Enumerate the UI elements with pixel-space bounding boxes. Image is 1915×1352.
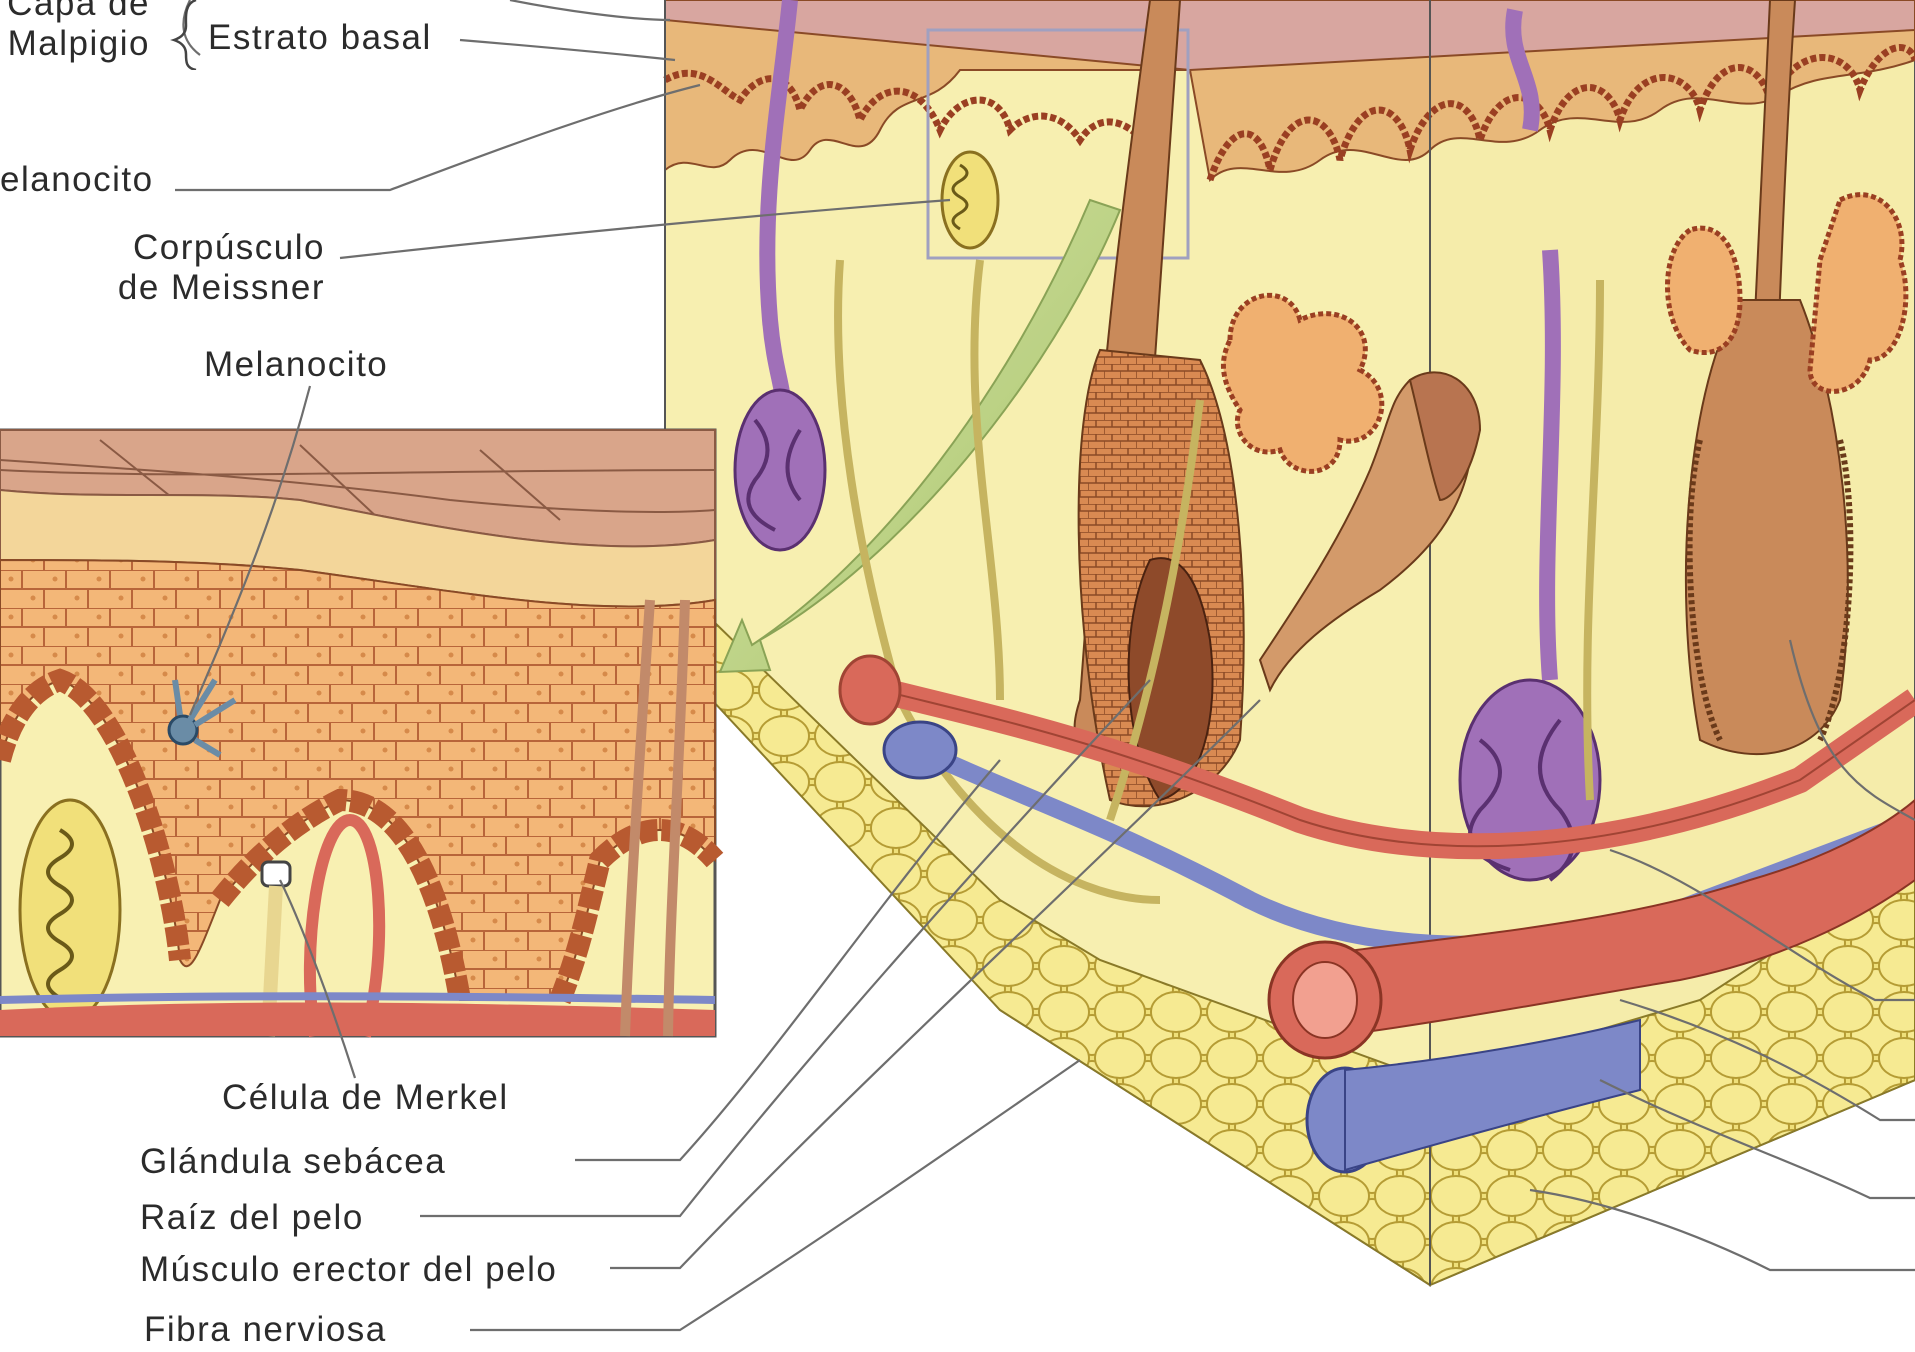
meissner-corpuscle xyxy=(942,152,998,248)
inset-meissner-corpuscle xyxy=(20,800,120,1020)
label-melanocito-top: elanocito xyxy=(0,160,154,200)
label-capa-de-malpigio: Capa de Malpigio xyxy=(0,0,150,64)
label-glandula-sebacea: Glándula sebácea xyxy=(140,1142,446,1182)
label-corpusculo-line1: Corpúsculo xyxy=(60,228,325,268)
label-celula-merkel: Célula de Merkel xyxy=(222,1078,509,1118)
label-capa-line1: Capa de xyxy=(0,0,150,24)
inset-epidermis-magnified xyxy=(0,430,715,1036)
label-fibra-nerviosa: Fibra nerviosa xyxy=(144,1310,387,1350)
label-corpusculo-line2: de Meissner xyxy=(60,268,325,308)
inset-merkel-cell xyxy=(262,862,290,886)
label-estrato-basal: Estrato basal xyxy=(208,18,432,58)
label-musculo-erector: Músculo erector del pelo xyxy=(140,1250,557,1290)
brace-icon xyxy=(170,0,206,70)
label-corpusculo-meissner: Corpúsculo de Meissner xyxy=(60,228,325,308)
label-melanocito-inset: Melanocito xyxy=(204,345,388,385)
label-capa-line2: Malpigio xyxy=(0,24,150,64)
label-raiz-pelo: Raíz del pelo xyxy=(140,1198,364,1238)
